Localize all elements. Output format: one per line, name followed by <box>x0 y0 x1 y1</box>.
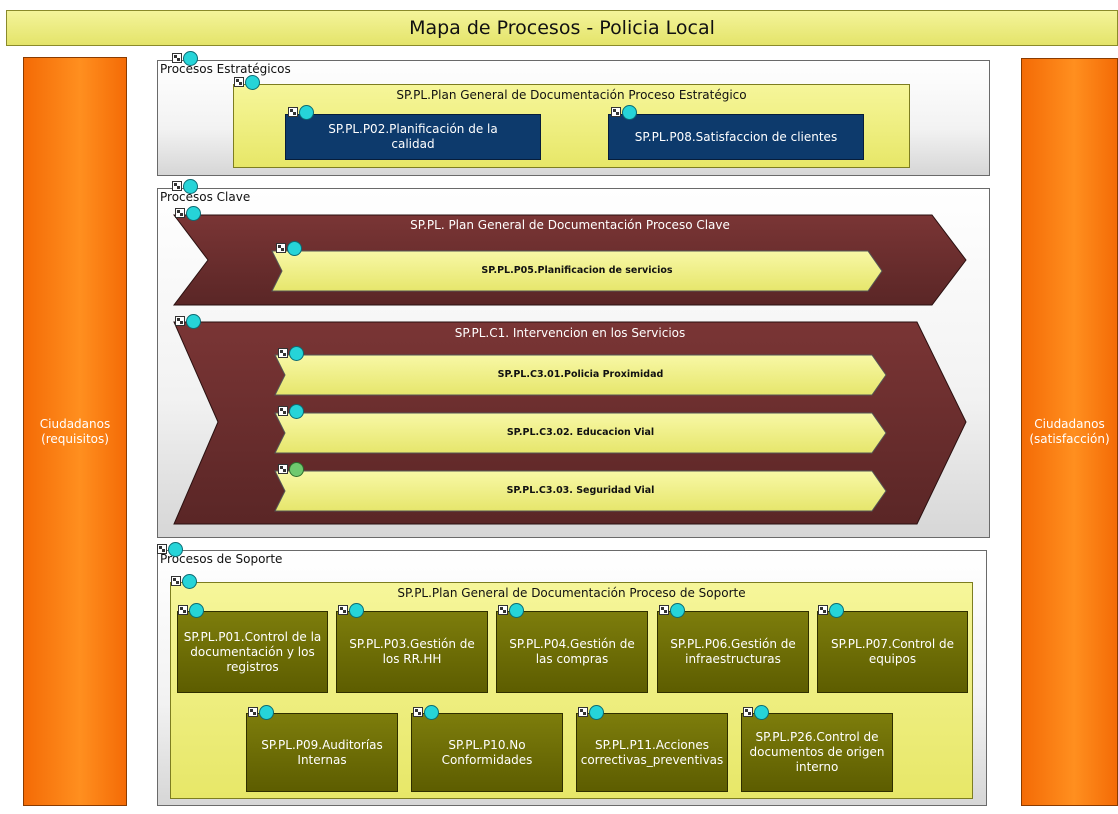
process-label: SP.PL.P02.Planificación de la calidad <box>328 122 498 151</box>
process-box-p03[interactable]: SP.PL.P03.Gestión de los RR.HH <box>336 611 488 693</box>
group-marker-icon[interactable] <box>171 573 205 591</box>
process-box-p02[interactable]: SP.PL.P02.Planificación de la calidad <box>285 114 541 160</box>
group-marker-icon[interactable] <box>172 178 206 196</box>
citizens-satisfaction-column[interactable]: Ciudadanos (satisfacción) <box>1021 58 1118 806</box>
group-marker-icon[interactable] <box>175 205 209 223</box>
process-marker-icon[interactable] <box>818 602 852 620</box>
strategic-plan-title: SP.PL.Plan General de Documentación Proc… <box>396 88 747 102</box>
process-label: SP.PL.P11.Acciones correctivas_preventiv… <box>580 737 724 767</box>
process-box-p06[interactable]: SP.PL.P06.Gestión de infraestructuras <box>657 611 809 693</box>
citizens-requirements-column[interactable]: Ciudadanos (requisitos) <box>23 57 127 806</box>
process-label: SP.PL.P08.Satisfaccion de clientes <box>634 129 838 144</box>
key-plan-title: SP.PL. Plan General de Documentación Pro… <box>410 218 730 232</box>
process-label: SP.PL.P06.Gestión de infraestructuras <box>670 637 796 666</box>
process-box-p04[interactable]: SP.PL.P04.Gestión de las compras <box>496 611 648 693</box>
process-marker-icon[interactable] <box>178 602 212 620</box>
key-processes-label: Procesos Clave <box>160 190 251 204</box>
process-label: SP.PL.P26.Control de documentos de orige… <box>749 730 885 774</box>
c3-03-label: SP.PL.C3.03. Seguridad Vial <box>506 485 655 496</box>
process-box-p08[interactable]: SP.PL.P08.Satisfaccion de clientes <box>608 114 864 160</box>
citizens-requirements-label: Ciudadanos (requisitos) <box>39 416 111 446</box>
group-marker-icon[interactable] <box>157 541 191 559</box>
process-label: SP.PL.P09.Auditorías Internas <box>261 737 383 767</box>
process-box-p07[interactable]: SP.PL.P07.Control de equipos <box>817 611 968 693</box>
c3-01-label: SP.PL.C3.01.Policia Proximidad <box>497 369 664 380</box>
group-marker-icon[interactable] <box>172 50 206 68</box>
c3-02-label: SP.PL.C3.02. Educacion Vial <box>506 427 655 438</box>
p05-chevron <box>271 250 883 292</box>
process-label: SP.PL.P03.Gestión de los RR.HH <box>349 637 475 666</box>
support-processes-label: Procesos de Soporte <box>160 552 283 566</box>
c1-title: SP.PL.C1. Intervencion en los Servicios <box>454 326 686 340</box>
process-label: SP.PL.P01.Control de la documentación y … <box>183 629 322 674</box>
group-marker-icon[interactable] <box>278 403 312 421</box>
c3-02-chevron <box>274 412 887 454</box>
process-marker-icon[interactable] <box>498 602 532 620</box>
process-marker-icon[interactable] <box>338 602 372 620</box>
process-marker-icon[interactable] <box>288 104 322 122</box>
process-label: SP.PL.P10.No Conformidades <box>441 737 533 767</box>
p05-label: SP.PL.P05.Planificacion de servicios <box>481 265 673 276</box>
process-box-p09[interactable]: SP.PL.P09.Auditorías Internas <box>246 713 398 792</box>
process-marker-icon[interactable] <box>743 704 777 722</box>
process-marker-icon[interactable] <box>248 704 282 722</box>
process-box-p11[interactable]: SP.PL.P11.Acciones correctivas_preventiv… <box>576 713 728 792</box>
c3-01-chevron <box>274 354 887 396</box>
support-plan-title: SP.PL.Plan General de Documentación Proc… <box>397 586 746 600</box>
process-label: SP.PL.P07.Control de equipos <box>830 637 955 666</box>
process-marker-icon[interactable] <box>413 704 447 722</box>
process-box-p26[interactable]: SP.PL.P26.Control de documentos de orige… <box>741 713 893 792</box>
process-label: SP.PL.P04.Gestión de las compras <box>509 637 635 666</box>
process-marker-icon[interactable] <box>611 104 645 122</box>
process-box-p01[interactable]: SP.PL.P01.Control de la documentación y … <box>177 611 328 693</box>
map-title: Mapa de Procesos - Policia Local <box>6 10 1118 46</box>
process-marker-icon[interactable] <box>578 704 612 722</box>
c3-03-chevron <box>274 470 887 512</box>
group-marker-icon[interactable] <box>234 74 268 92</box>
process-marker-icon[interactable] <box>276 240 310 258</box>
group-marker-icon[interactable] <box>278 461 312 479</box>
process-box-p10[interactable]: SP.PL.P10.No Conformidades <box>411 713 563 792</box>
group-marker-icon[interactable] <box>175 313 209 331</box>
process-marker-icon[interactable] <box>659 602 693 620</box>
citizens-satisfaction-label: Ciudadanos (satisfacción) <box>1029 417 1110 446</box>
group-marker-icon[interactable] <box>278 345 312 363</box>
